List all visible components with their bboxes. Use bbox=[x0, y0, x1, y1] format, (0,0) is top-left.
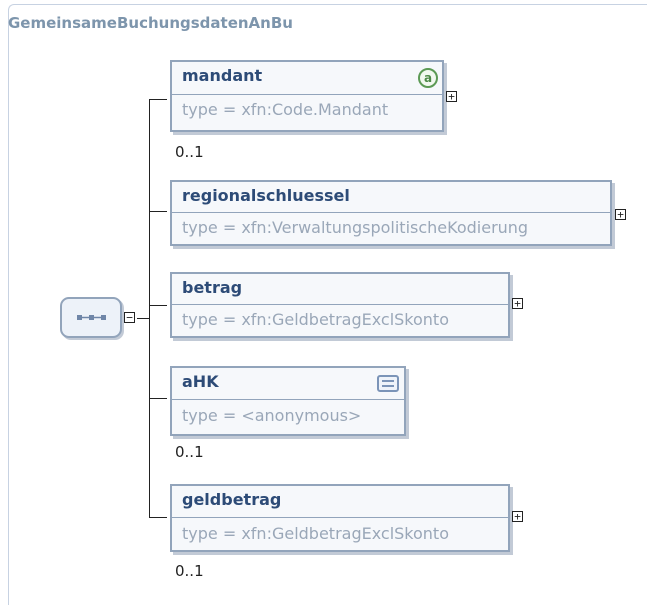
diagram-frame bbox=[8, 4, 647, 605]
expand-mandant-button[interactable]: + bbox=[446, 91, 457, 102]
attribute-icon: a bbox=[418, 68, 438, 88]
connector-geldbetrag bbox=[149, 517, 167, 518]
element-ahk[interactable]: aHK type = <anonymous> bbox=[170, 366, 406, 436]
expand-regionalschluessel-button[interactable]: + bbox=[615, 209, 626, 220]
diagram-title: GemeinsameBuchungsdatenAnBu bbox=[8, 14, 293, 32]
element-betrag[interactable]: betrag type = xfn:GeldbetragExclSkonto bbox=[170, 272, 510, 338]
connector-from-sequence bbox=[137, 318, 149, 319]
element-divider bbox=[172, 399, 404, 400]
occurrence-geldbetrag: 0..1 bbox=[175, 562, 204, 580]
connector-mandant bbox=[149, 99, 167, 100]
element-type: type = xfn:Code.Mandant bbox=[182, 100, 389, 119]
element-name: mandant bbox=[182, 66, 263, 85]
expand-betrag-button[interactable]: + bbox=[512, 298, 523, 309]
element-regionalschluessel[interactable]: regionalschluessel type = xfn:Verwaltung… bbox=[170, 180, 612, 246]
element-name: geldbetrag bbox=[182, 490, 282, 509]
occurrence-mandant: 0..1 bbox=[175, 143, 204, 161]
connector-ahk bbox=[149, 398, 167, 399]
element-type: type = xfn:GeldbetragExclSkonto bbox=[182, 524, 449, 543]
connector-betrag bbox=[149, 305, 167, 306]
element-name: regionalschluessel bbox=[182, 186, 350, 205]
connector-trunk bbox=[149, 99, 150, 517]
connector-regionalschluessel bbox=[149, 211, 167, 212]
sequence-compositor[interactable] bbox=[60, 297, 122, 338]
sequence-compositor-icon bbox=[77, 315, 106, 320]
element-name: betrag bbox=[182, 278, 243, 297]
element-divider bbox=[172, 304, 508, 305]
element-type: type = xfn:VerwaltungspolitischeKodierun… bbox=[182, 218, 529, 237]
collapse-sequence-button[interactable]: − bbox=[124, 312, 135, 323]
element-type: type = <anonymous> bbox=[182, 406, 362, 425]
element-name: aHK bbox=[182, 372, 219, 391]
documentation-icon bbox=[377, 375, 399, 392]
element-divider bbox=[172, 517, 508, 518]
element-type: type = xfn:GeldbetragExclSkonto bbox=[182, 310, 449, 329]
expand-geldbetrag-button[interactable]: + bbox=[512, 511, 523, 522]
element-divider bbox=[172, 212, 610, 213]
element-geldbetrag[interactable]: geldbetrag type = xfn:GeldbetragExclSkon… bbox=[170, 484, 510, 552]
occurrence-ahk: 0..1 bbox=[175, 443, 204, 461]
element-divider bbox=[172, 94, 442, 95]
element-mandant[interactable]: mandant a type = xfn:Code.Mandant bbox=[170, 60, 444, 132]
